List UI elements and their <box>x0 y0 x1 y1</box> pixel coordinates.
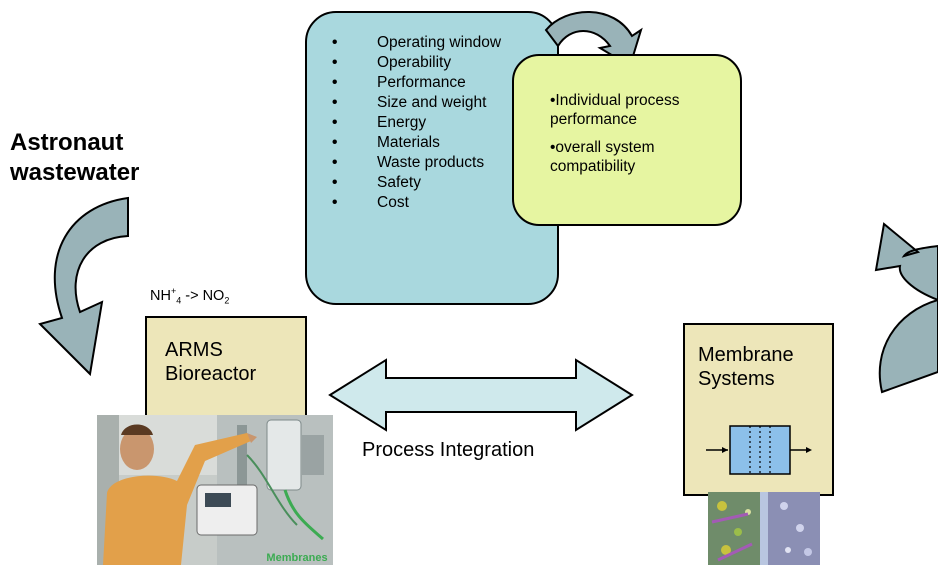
performance-item-individual: •Individual process performance <box>550 92 680 128</box>
membrane-systems-box <box>683 323 834 496</box>
reaction-sub2: 2 <box>224 295 230 306</box>
performance-box <box>512 54 742 226</box>
criteria-item-label: Materials <box>377 134 440 151</box>
arms-label-line-1: ARMS <box>165 339 223 361</box>
process-integration-label: Process Integration <box>362 439 535 461</box>
membrane-systems-label: Membrane Systems <box>698 343 794 391</box>
criteria-item: • Energy <box>330 114 510 132</box>
membrane-label-line-2: Systems <box>698 368 775 390</box>
membrane-microscopy-image <box>708 492 820 565</box>
title-line-2: wastewater <box>10 159 140 186</box>
performance-item-overall: •overall system compatibility <box>550 139 655 175</box>
bullet-icon: • <box>332 174 338 191</box>
arms-bioreactor-label: ARMS Bioreactor <box>165 338 256 386</box>
title-line-1: Astronaut <box>10 129 124 156</box>
lab-photo: Membranes <box>97 415 333 565</box>
reaction-sub4: 4 <box>176 295 182 306</box>
reaction-charge: + <box>170 286 177 296</box>
criteria-item: • Waste products <box>330 154 510 172</box>
reaction-nh: NH <box>150 287 171 304</box>
membrane-module-icon <box>706 425 812 475</box>
photo-caption: Membranes <box>266 552 327 564</box>
criteria-item: • Safety <box>330 174 510 192</box>
criteria-item-label: Performance <box>377 74 466 91</box>
criteria-item: • Performance <box>330 74 510 92</box>
curved-link-arrow <box>544 11 643 68</box>
criteria-item-label: Waste products <box>377 154 485 171</box>
bullet-icon: • <box>332 74 338 91</box>
criteria-item-label: Energy <box>377 114 427 131</box>
bullet-icon: • <box>332 134 338 151</box>
criteria-item-label: Cost <box>377 194 409 211</box>
arms-label-line-2: Bioreactor <box>165 363 257 385</box>
reaction-arrow-no: -> NO <box>181 287 225 304</box>
bullet-icon: • <box>332 194 338 211</box>
arms-bioreactor-box <box>145 316 307 422</box>
criteria-list: • Operating window • Operability • Performanc… <box>330 34 510 214</box>
criteria-item: • Operating window <box>330 34 510 52</box>
wastewater-inflow-arrow <box>38 196 129 377</box>
criteria-item-label: Operating window <box>377 34 502 51</box>
membrane-label-line-1: Membrane <box>698 344 794 366</box>
reaction-label: NH+4 -> NO2 <box>150 286 229 306</box>
criteria-item-label: Operability <box>377 54 452 71</box>
bullet-icon: • <box>332 114 338 131</box>
criteria-item: • Size and weight <box>330 94 510 112</box>
process-integration-double-arrow <box>328 358 634 432</box>
bullet-icon: • <box>332 34 338 51</box>
criteria-item: • Cost <box>330 194 510 212</box>
performance-text: •Individual process performance •overall… <box>550 91 735 185</box>
bullet-icon: • <box>332 54 338 71</box>
criteria-item-label: Safety <box>377 174 421 191</box>
outflow-arrow-lower <box>878 298 938 394</box>
criteria-item: • Materials <box>330 134 510 152</box>
criteria-item-label: Size and weight <box>377 94 487 111</box>
bullet-icon: • <box>332 94 338 111</box>
astronaut-wastewater-title: Astronaut wastewater <box>10 128 139 188</box>
criteria-item: • Operability <box>330 54 510 72</box>
outflow-arrow-upper <box>874 222 938 302</box>
bullet-icon: • <box>332 154 338 171</box>
